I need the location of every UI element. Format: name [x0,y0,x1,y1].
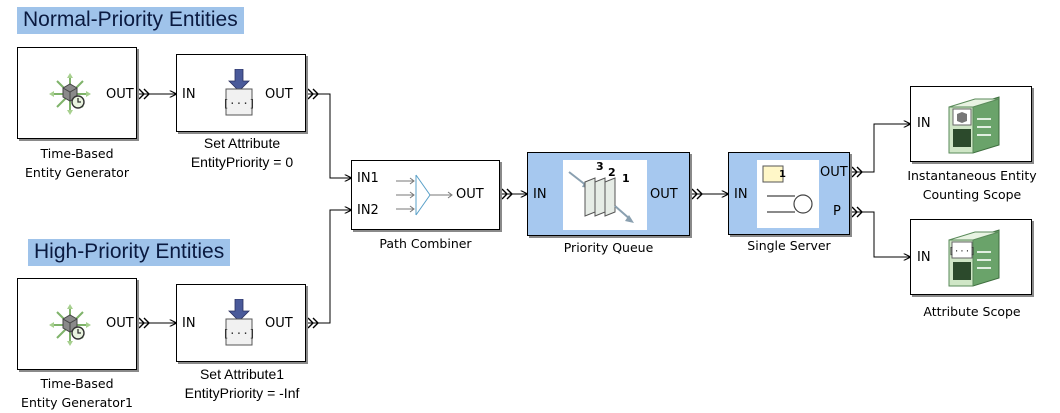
gen1-caption-line2: Entity Generator [25,165,129,180]
counting-scope-caption-line1: Instantaneous Entity [907,168,1037,183]
time-based-entity-generator-block[interactable]: OUT [17,47,137,139]
server-icon [762,165,813,214]
counting-scope-icon [948,96,1000,154]
counting-scope-block[interactable]: IN [910,86,1032,162]
attribute-scope-block[interactable]: IN [···] [910,219,1032,295]
port-in: IN [182,316,196,331]
line-setattr2-combiner [306,210,351,324]
setattr1-param: EntityPriority = 0 [190,154,294,170]
path-combiner-block[interactable]: IN1 IN2 OUT [351,160,500,230]
setattr2-name: Set Attribute1 [199,366,285,382]
set-attribute-icon: [···] [222,69,256,116]
entity-generator-icon [49,304,91,346]
port-out: OUT [456,187,484,202]
queue-caption: Priority Queue [563,240,654,255]
attribute-scope-caption: Attribute Scope [923,304,1021,319]
setattr2-caption: Set Attribute1 EntityPriority = -Inf [150,365,334,403]
queue-rank-3: 3 [596,160,604,173]
gen2-caption: Time-Based Entity Generator1 [5,374,149,412]
port-in: IN [533,187,547,202]
svg-text:[···]: [···] [222,97,255,110]
queue-rank-1: 1 [622,172,630,185]
port-out: OUT [820,165,848,180]
port-in: IN [182,87,196,102]
single-server-block[interactable]: IN 1 OUT P [728,152,850,235]
entity-generator-icon [49,73,91,115]
gen2-caption-line2: Entity Generator1 [21,395,133,410]
gen2-caption-line1: Time-Based [40,376,114,391]
priority-queue-icon [568,171,634,223]
counting-scope-caption-line2: Counting Scope [922,187,1022,202]
setattr1-name: Set Attribute [203,135,281,151]
counting-scope-caption: Instantaneous Entity Counting Scope [890,166,1054,204]
port-in1: IN1 [357,171,379,186]
server-count: 1 [779,169,786,180]
svg-text:[···]: [···] [222,327,255,340]
server-caption: Single Server [747,238,831,253]
combiner-caption: Path Combiner [379,236,472,251]
gen1-caption-line1: Time-Based [40,146,114,161]
port-out: OUT [265,316,293,331]
port-in: IN [917,116,931,131]
line-server-scope1 [850,124,910,173]
setattr2-param: EntityPriority = -Inf [184,385,300,401]
area-label-high-priority: High-Priority Entities [28,239,231,266]
attribute-scope-icon: [···] [948,229,1000,287]
port-in: IN [917,250,931,265]
port-out: OUT [265,87,293,102]
port-out: OUT [650,187,678,202]
queue-rank-2: 2 [608,166,616,179]
port-in: IN [734,187,748,202]
port-out: OUT [106,316,134,331]
set-attribute1-block[interactable]: IN [···] OUT [176,284,306,362]
time-based-entity-generator1-block[interactable]: OUT [17,278,137,370]
area-label-normal-priority: Normal-Priority Entities [17,7,244,34]
set-attribute-block[interactable]: IN [···] OUT [176,54,306,132]
svg-text:[···]: [···] [948,247,975,257]
setattr1-caption: Set Attribute EntityPriority = 0 [160,134,324,172]
path-combiner-icon [396,174,453,216]
port-out: OUT [106,87,134,102]
priority-queue-block[interactable]: IN 3 2 1 OUT [527,152,690,236]
set-attribute-icon: [···] [222,299,256,346]
port-in2: IN2 [357,203,379,218]
gen1-caption: Time-Based Entity Generator [5,144,149,182]
port-p: P [833,204,841,219]
